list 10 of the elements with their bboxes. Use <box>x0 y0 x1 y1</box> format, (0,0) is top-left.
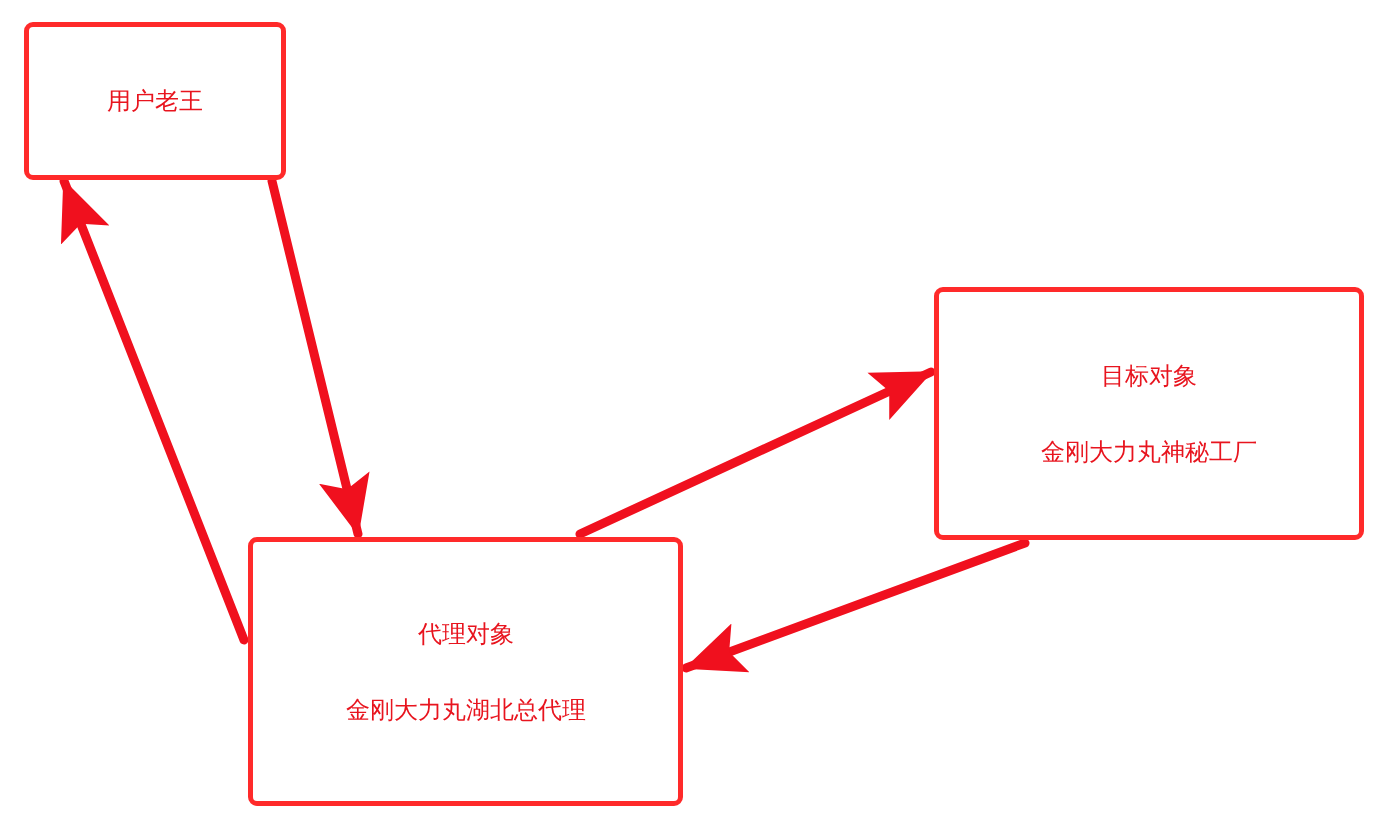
process-box <box>248 537 683 806</box>
arrow <box>575 367 936 539</box>
process-box <box>24 22 286 180</box>
node-title: 代理对象 <box>417 618 514 650</box>
node-description: 金刚大力丸湖北总代理 <box>345 694 586 726</box>
node-title: 用户老王 <box>107 86 203 117</box>
arrow <box>681 538 1030 673</box>
node-description: 金刚大力丸神秘工厂 <box>1041 436 1257 468</box>
process-box <box>934 287 1364 540</box>
node-title: 目标对象 <box>1101 360 1197 392</box>
